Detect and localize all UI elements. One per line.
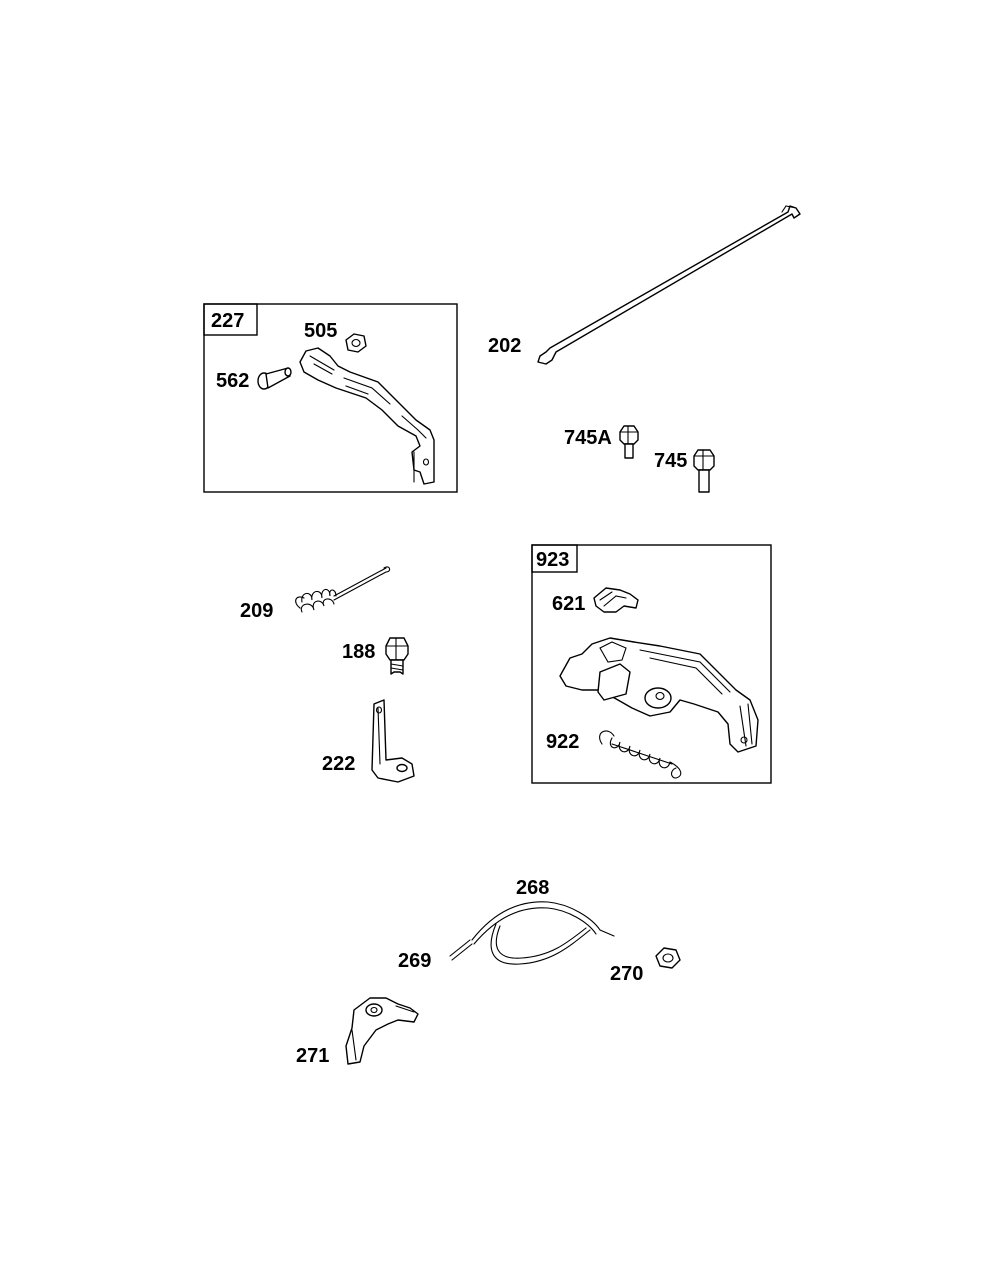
nut-505-part — [345, 333, 367, 353]
label-202: 202 — [488, 335, 521, 357]
cable-268-part — [449, 901, 615, 965]
control-bracket-part — [559, 637, 759, 753]
clip-621-part — [593, 587, 639, 613]
group-923-frame — [531, 544, 772, 784]
label-222: 222 — [322, 753, 355, 775]
label-209: 209 — [240, 600, 273, 622]
label-271: 271 — [296, 1045, 329, 1067]
group-923-tag — [531, 544, 578, 573]
label-562: 562 — [216, 370, 249, 392]
spring-922-part — [599, 730, 682, 779]
label-270: 270 — [610, 963, 643, 985]
nut-270-part — [655, 947, 681, 969]
label-922: 922 — [546, 731, 579, 753]
bracket-271-part — [345, 997, 419, 1065]
governor-lever-part — [299, 347, 435, 485]
label-923: 923 — [536, 549, 569, 571]
label-745: 745 — [654, 450, 687, 472]
label-188: 188 — [342, 641, 375, 663]
label-268: 268 — [516, 877, 549, 899]
screw-188-part — [385, 637, 409, 675]
pin-562-part — [257, 367, 292, 390]
link-rod-202-part — [537, 205, 801, 365]
label-227: 227 — [211, 310, 244, 332]
screw-745A-part — [619, 425, 639, 459]
screw-745-part — [693, 449, 715, 493]
label-745A: 745A — [564, 427, 612, 449]
group-227: 227 505 562 — [203, 303, 458, 493]
bracket-222-part — [371, 699, 415, 783]
group-923: 923 621 922 — [531, 544, 772, 784]
label-269: 269 — [398, 950, 431, 972]
spring-209-part — [295, 566, 391, 613]
label-505: 505 — [304, 320, 337, 342]
group-227-frame — [203, 303, 458, 493]
group-227-tag — [203, 303, 258, 336]
label-621: 621 — [552, 593, 585, 615]
